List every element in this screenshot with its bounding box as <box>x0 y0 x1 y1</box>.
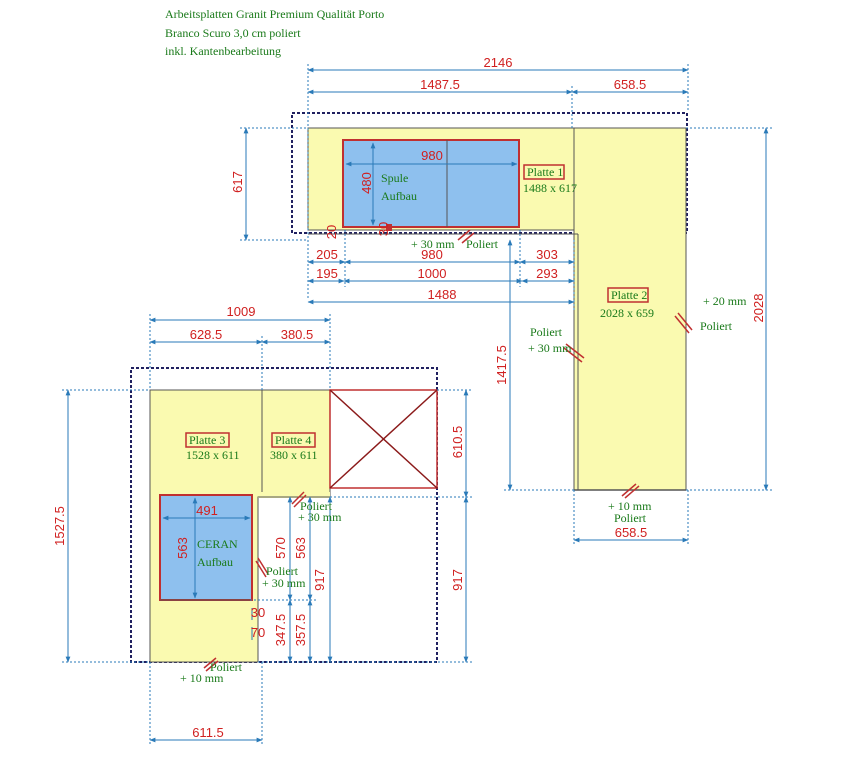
plate-1-label: Platte 1 <box>527 165 563 179</box>
dim-2028: 2028 <box>751 294 766 323</box>
dim-hob-width: 491 <box>196 503 218 518</box>
note-7-a: Poliert <box>210 660 243 674</box>
header-line-2: Branco Scuro 3,0 cm poliert <box>165 26 301 40</box>
dim-658-5-bottom: 658.5 <box>615 525 648 540</box>
wall-outline-upper <box>291 112 688 234</box>
plate-4-label: Platte 4 <box>275 433 311 447</box>
dim-70-small: 70 <box>251 625 265 640</box>
hob-cutout <box>159 494 253 601</box>
hob-label-1: CERAN <box>197 537 238 551</box>
dim-20: 20 <box>324 225 339 239</box>
note-2-b: Poliert <box>700 319 733 333</box>
dim-30: 30 <box>376 222 391 236</box>
dim-1488: 1488 <box>428 287 457 302</box>
dim-30-small: 30 <box>251 605 265 620</box>
dim-357-5: 357.5 <box>293 614 308 647</box>
sink-label-1: Spule <box>381 171 408 185</box>
dim-570: 570 <box>273 537 288 559</box>
note-7-b: + 10 mm <box>180 671 224 685</box>
plate-2-label: Platte 2 <box>611 288 647 302</box>
edge-markers <box>203 229 693 672</box>
dim-628-5: 628.5 <box>190 327 223 342</box>
dim-347-5: 347.5 <box>273 614 288 647</box>
dim-611-5: 611.5 <box>192 725 224 740</box>
sink-label-2: Aufbau <box>381 189 417 203</box>
note-3-a: Poliert <box>530 325 563 339</box>
dim-2146: 2146 <box>484 55 513 70</box>
dim-303: 303 <box>536 247 558 262</box>
note-5-a: Poliert <box>300 499 333 513</box>
note-4-b: Poliert <box>614 511 647 525</box>
dim-205: 205 <box>316 247 338 262</box>
dim-sink-width: 980 <box>421 148 443 163</box>
plate-3-size: 1528 x 611 <box>186 448 240 462</box>
note-2-a: + 20 mm <box>703 294 747 308</box>
dim-658-5-top: 658.5 <box>614 77 647 92</box>
dim-195: 195 <box>316 266 338 281</box>
note-5-b: + 30 mm <box>298 510 342 524</box>
plate-1-size: 1488 x 617 <box>523 181 577 195</box>
dim-1000: 1000 <box>418 266 447 281</box>
note-1-b: Poliert <box>466 237 499 251</box>
plate-2-size: 2028 x 659 <box>600 306 654 320</box>
dim-1487-5: 1487.5 <box>420 77 460 92</box>
dim-1417-5: 1417.5 <box>494 345 509 385</box>
header-line-3: inkl. Kantenbearbeitung <box>165 44 281 58</box>
header-line-1: Arbeitsplatten Granit Premium Qualität P… <box>165 7 385 21</box>
dim-380-5: 380.5 <box>281 327 314 342</box>
note-1-a: + 30 mm <box>411 237 455 251</box>
dim-sink-height: 480 <box>359 172 374 194</box>
note-3-b: + 30 mm <box>528 341 572 355</box>
plate-4-size: 380 x 611 <box>270 448 318 462</box>
plate-3-label: Platte 3 <box>189 433 225 447</box>
dim-917-right: 917 <box>450 569 465 591</box>
hob-label-2: Aufbau <box>197 555 233 569</box>
dim-293: 293 <box>536 266 558 281</box>
note-6-b: + 30 mm <box>262 576 306 590</box>
dim-563: 563 <box>293 537 308 559</box>
dim-hob-height: 563 <box>175 537 190 559</box>
dim-617: 617 <box>230 171 245 193</box>
note-4-a: + 10 mm <box>608 499 652 513</box>
dim-917-inner: 917 <box>312 569 327 591</box>
note-6-a: Poliert <box>266 564 299 578</box>
dimension-lines <box>62 64 772 746</box>
dim-980: 980 <box>421 247 443 262</box>
dim-610-5: 610.5 <box>450 426 465 459</box>
dim-1009: 1009 <box>227 304 256 319</box>
dim-1527-5: 1527.5 <box>52 506 67 546</box>
